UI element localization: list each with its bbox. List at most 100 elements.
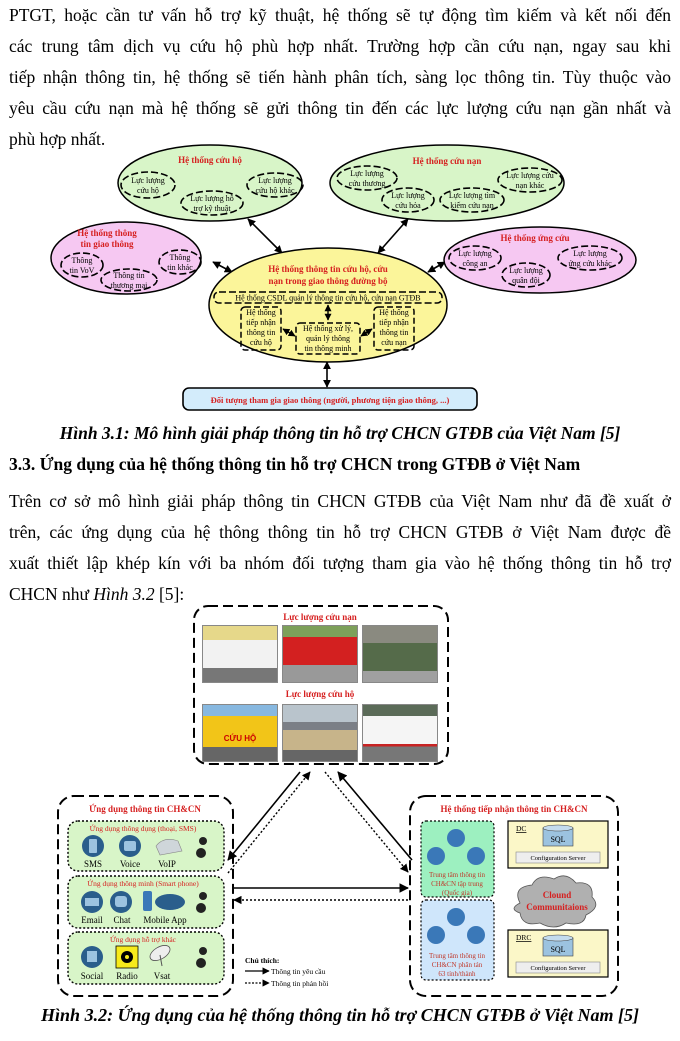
svg-text:Configuration Server: Configuration Server [530,965,586,972]
app-group-other: Ứng dụng hỗ trợ khác Social Radio Vsat [67,931,225,985]
svg-text:SQL: SQL [550,945,565,954]
photo-ambulance [362,704,438,762]
svg-text:DRC: DRC [516,933,531,942]
paragraph-line: PTGT, hoặc cần tư vấn hỗ trợ kỹ thuật, h… [9,5,671,25]
paragraph-line: Trên cơ sở mô hình giải pháp thông tin C… [9,491,671,511]
svg-text:Hệ thống xử lý,: Hệ thống xử lý, [303,324,353,333]
svg-text:Communitaions: Communitaions [526,902,588,912]
connector-arrows [212,218,446,388]
paragraph-line: tiếp nhận thông tin, hệ thống sẽ tiến hà… [9,67,671,87]
svg-text:Thông tin yêu cầu: Thông tin yêu cầu [271,967,326,976]
dc-server: DC SQL Configuration Server [507,820,609,869]
svg-text:Chat: Chat [114,915,131,925]
svg-text:Hệ thống ứng cứu: Hệ thống ứng cứu [500,233,569,243]
photo-ambulance-vans [202,625,278,683]
rescue-system-node: Hệ thống cứu hộ Lực lượng cứu hộ Lực lượ… [117,144,304,222]
svg-text:CH&CN phân tán: CH&CN phân tán [432,961,483,969]
svg-text:Lực lượng: Lực lượng [573,249,607,258]
figure-3-2-caption: Hình 3.2: Ứng dụng của hệ thống thông ti… [41,1005,639,1025]
svg-text:Ứng dụng hỗ trợ khác: Ứng dụng hỗ trợ khác [110,934,177,944]
paragraph-line: phù hợp nhất. [9,129,106,149]
paragraph-line: các trung tâm dịch vụ cứu hộ phù hợp nhấ… [9,36,671,56]
figure-3-1-caption: Hình 3.1: Mô hình giải pháp thông tin hỗ… [59,423,621,443]
svg-text:tin VoV: tin VoV [70,266,95,275]
svg-text:Hệ thống cứu nạn: Hệ thống cứu nạn [413,156,482,166]
svg-text:trợ kỹ thuật: trợ kỹ thuật [193,204,231,213]
svg-text:Social: Social [81,971,104,981]
svg-text:Email: Email [81,915,103,925]
section-heading: 3.3. Ứng dụng của hệ thống thông tin hỗ … [9,454,581,474]
svg-text:Thông tin: Thông tin [113,271,144,280]
provincial-center: Trung tâm thông tin CH&CN phân tán 63 tỉ… [420,899,495,981]
svg-text:Thông: Thông [170,253,191,262]
svg-text:Hệ thống: Hệ thống [379,308,409,317]
svg-text:Thông tin phản hồi: Thông tin phản hồi [271,979,328,988]
svg-text:Đối tượng tham gia giao thông: Đối tượng tham gia giao thông (người, ph… [211,395,450,405]
paragraph-line: yêu cầu cứu nạn mà hệ thống sẽ gửi thông… [9,98,671,118]
svg-text:Hệ thống thông: Hệ thống thông [77,228,137,238]
svg-text:Vsat: Vsat [154,971,171,981]
cloud-communications: Clound Communitaions [513,875,597,928]
svg-text:nạn khác: nạn khác [516,181,545,190]
svg-text:tin thông minh: tin thông minh [304,344,351,353]
svg-text:cứu hộ: cứu hộ [137,186,159,195]
svg-text:Lực lượng: Lực lượng [350,169,384,178]
svg-text:ứng cứu khác: ứng cứu khác [568,259,612,268]
response-system-node: Hệ thống ứng cứu Lực lượng công an Lực l… [443,226,637,294]
svg-text:kiếm cứu nạn: kiếm cứu nạn [450,201,493,210]
svg-text:nạn trong giao thông đường bộ: nạn trong giao thông đường bộ [268,276,388,286]
svg-text:(Quốc gia): (Quốc gia) [442,889,473,897]
svg-text:tin khác: tin khác [167,263,193,272]
paragraph-line: xuất thiết lập khép kín với ba nhóm đối … [9,553,671,573]
svg-text:cứu hỏa: cứu hỏa [395,201,421,210]
svg-text:Ứng dụng thông tin CH&CN: Ứng dụng thông tin CH&CN [89,804,201,814]
svg-text:VoIP: VoIP [158,859,176,869]
svg-text:Voice: Voice [120,859,140,869]
svg-text:Hệ thống cứu hộ: Hệ thống cứu hộ [178,155,242,165]
svg-text:Clound: Clound [543,890,572,900]
svg-text:Ứng dụng thông dụng (thoại, SM: Ứng dụng thông dụng (thoại, SMS) [90,823,197,833]
drc-server: DRC SQL Configuration Server [507,929,609,978]
svg-text:DC: DC [516,824,526,833]
app-group-common: Ứng dụng thông dụng (thoại, SMS) SMS Voi… [67,820,225,872]
photo-tow-truck: CỨU HỘ [202,704,278,762]
svg-text:tin giao thông: tin giao thông [80,239,134,249]
central-system-node: Hệ thống thông tin cứu hộ, cứu nạn trong… [208,247,448,363]
svg-text:Lực lượng: Lực lượng [131,176,165,185]
svg-text:Lực lượng cứu hộ: Lực lượng cứu hộ [286,689,355,699]
legend: Chú thích: Thông tin yêu cầu Thông tin p… [245,956,328,988]
svg-text:Hệ thống CSDL quản lý thông ti: Hệ thống CSDL quản lý thông tin cứu hộ, … [235,294,420,303]
svg-text:Lực lượng: Lực lượng [458,249,492,258]
svg-text:Hệ thống: Hệ thống [246,308,276,317]
svg-text:thông tin: thông tin [380,328,409,337]
svg-text:63 tỉnh/thành: 63 tỉnh/thành [438,970,476,978]
svg-text:Chú thích:: Chú thích: [245,956,279,965]
svg-text:cứu hộ khác: cứu hộ khác [256,186,295,195]
svg-text:tiếp nhận: tiếp nhận [246,318,276,327]
svg-text:Lực lượng: Lực lượng [258,176,292,185]
figure-3-1-diagram: Hệ thống cứu hộ Lực lượng cứu hộ Lực lượ… [50,144,637,411]
participants-node: Đối tượng tham gia giao thông (người, ph… [182,387,478,411]
svg-text:Mobile App: Mobile App [143,915,187,925]
national-center: Trung tâm thông tin CH&CN tập trung (Quố… [420,820,495,898]
svg-text:Hệ thống thông tin cứu hộ, cứu: Hệ thống thông tin cứu hộ, cứu [268,264,388,274]
svg-text:cứu thương: cứu thương [349,179,386,188]
svg-text:Hệ thống tiếp nhận thông tin C: Hệ thống tiếp nhận thông tin CH&CN [440,804,588,814]
svg-text:thông tin: thông tin [247,328,276,337]
svg-text:tiếp nhận: tiếp nhận [379,318,409,327]
salvage-system-node: Hệ thống cứu nạn Lực lượng cứu thương Lự… [329,144,565,222]
app-group-smart: Ứng dụng thông minh (Smart phone) Email … [67,875,225,929]
svg-text:CH&CN tập trung: CH&CN tập trung [431,880,483,888]
svg-text:quân đội: quân đội [512,276,541,285]
traffic-info-system-node: Hệ thống thông tin giao thông Thông tin … [50,221,202,295]
flow-arrows [227,771,413,905]
svg-text:thương mại: thương mại [111,281,149,290]
svg-text:Radio: Radio [116,971,138,981]
svg-text:Thông: Thông [72,256,93,265]
svg-text:công an: công an [462,259,487,268]
photo-military-vehicles [362,625,438,683]
svg-text:Trung tâm thông tin: Trung tâm thông tin [429,952,485,960]
svg-text:cứu hộ: cứu hộ [250,338,272,347]
paragraph-last-line: CHCN như Hình 3.2 [5]: [9,584,185,604]
photo-fire-truck [282,625,358,683]
